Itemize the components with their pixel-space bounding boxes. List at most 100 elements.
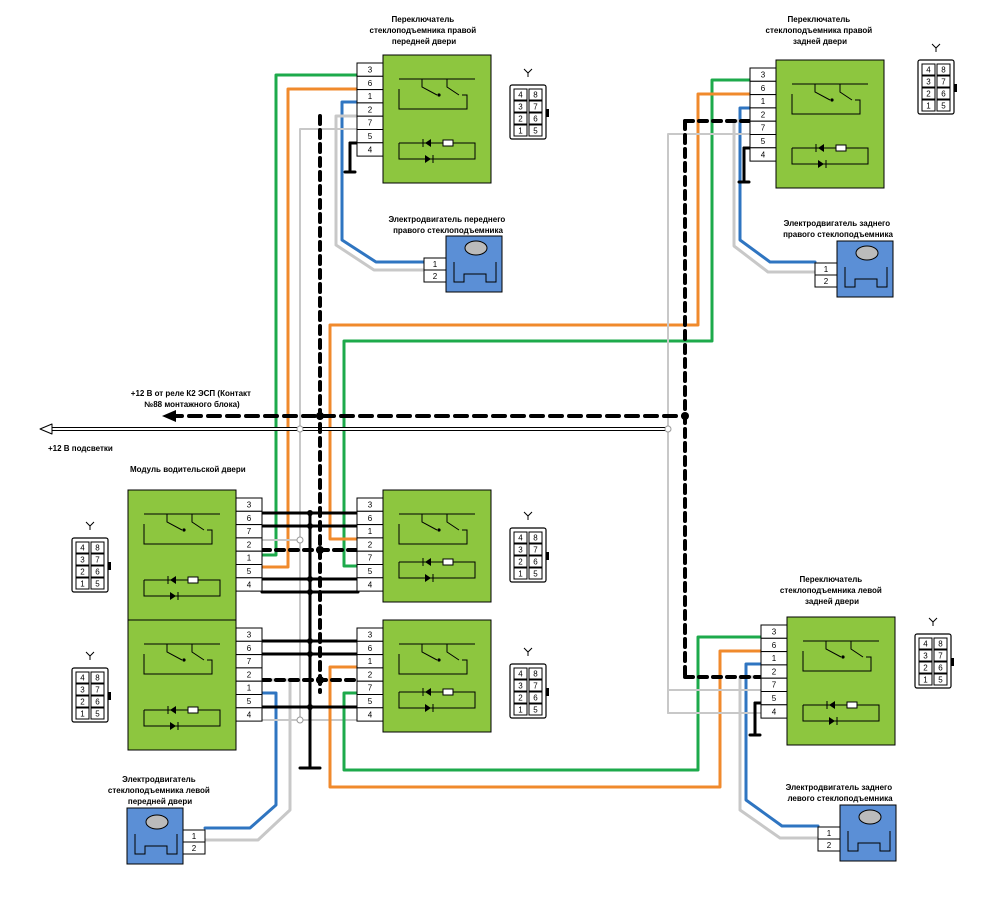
connector-driver-upper-cell-label: 6 <box>95 568 100 577</box>
rear-left-motor: 12 <box>817 804 897 862</box>
front-right-switch-pin-label: 3 <box>368 66 373 75</box>
front-right-switch-pin-label: 4 <box>368 145 373 154</box>
connector-front-right-cell-label: 3 <box>518 103 523 112</box>
driver-right-front-switch-pin-label: 5 <box>368 567 373 576</box>
connector-passenger-upper-cell <box>513 555 528 568</box>
connector-rear-right-cell <box>936 75 951 88</box>
wire-blue-fl <box>203 691 278 830</box>
connector-passenger-upper-cell-label: 2 <box>518 558 523 567</box>
power-dashed <box>260 114 764 694</box>
connector-rear-right-cell-label: 8 <box>941 66 946 75</box>
connector-front-right-cell-label: 4 <box>518 91 523 100</box>
rear-left-switch-pin-label: 3 <box>772 628 777 637</box>
driver-module-lower-pin-4 <box>235 707 263 722</box>
connector-rear-right-cell <box>921 99 936 112</box>
connector-front-right-cell <box>513 112 528 125</box>
front-right-motor-label: Электродвигатель переднего правого стекл… <box>388 215 507 235</box>
connector-rear-left-cell-label: 4 <box>923 640 928 649</box>
driver-right-front-switch-body <box>382 489 492 603</box>
connector-driver-lower-cell <box>75 707 90 720</box>
connector-driver-lower-cell <box>90 671 105 684</box>
driver-right-front-switch-pin-label: 7 <box>368 554 373 563</box>
connector-rear-left-cell-label: 1 <box>923 676 928 685</box>
key-icon <box>523 68 533 74</box>
connector-passenger-upper-cell <box>513 531 528 544</box>
connector-rear-left-cell <box>918 673 933 686</box>
front-right-motor-pin-label: 1 <box>433 260 438 269</box>
rear-left-switch-pin-label: 5 <box>772 694 777 703</box>
wire-blue-rr <box>738 106 817 264</box>
connector-front-right-cell-label: 7 <box>533 103 538 112</box>
connector-driver-lower-cell-label: 7 <box>95 686 100 695</box>
connector-rear-right-cell-label: 5 <box>941 102 946 111</box>
driver-module-upper-pin-label: 7 <box>247 527 252 536</box>
connector-rear-left-cell-label: 8 <box>938 640 943 649</box>
connector-driver-upper-cell-label: 4 <box>80 544 85 553</box>
connector-rear-right-cell <box>921 87 936 100</box>
connector-passenger-lower-cell-label: 7 <box>533 682 538 691</box>
front-right-switch-body <box>382 54 492 184</box>
connector-rear-left-cell-label: 5 <box>938 676 943 685</box>
driver-right-front-switch-pin-label: 3 <box>368 501 373 510</box>
connector-passenger-upper-cell <box>528 543 543 556</box>
driver-right-rear-switch-pin-label: 1 <box>368 657 373 666</box>
connector-passenger-lower-cell <box>513 691 528 704</box>
wire-blue-fr <box>340 100 426 264</box>
front-left-motor-pin-2 <box>182 841 206 855</box>
front-right-motor-pin-label: 2 <box>433 272 438 281</box>
connector-rear-left-cell <box>933 673 948 686</box>
connector-front-right-cell-label: 2 <box>518 115 523 124</box>
key-icon <box>928 617 938 623</box>
driver-module-lower-pin-label: 3 <box>247 631 252 640</box>
driver-module-upper-pin-label: 4 <box>247 580 252 589</box>
motor-icon <box>464 240 488 256</box>
rear-left-motor-label: Электродвигатель заднего левого стеклопо… <box>786 783 895 803</box>
driver-module-lower-pin-label: 1 <box>247 684 252 693</box>
motor-icon <box>145 814 169 830</box>
rear-left-motor-pin-label: 2 <box>827 841 832 850</box>
labels: Переключатель стеклоподъемника правой пе… <box>48 15 895 806</box>
connector-passenger-lower-cell-label: 2 <box>518 694 523 703</box>
rear-left-switch-pin-4 <box>760 704 788 719</box>
rear-right-switch-pin-label: 1 <box>761 97 766 106</box>
driver-right-front-switch-pin-4 <box>356 577 384 592</box>
driver-right-rear-switch-body <box>382 619 492 733</box>
rear-left-switch-pin-label: 6 <box>772 641 777 650</box>
connector-front-right-cell-label: 8 <box>533 91 538 100</box>
driver-module-upper-pin-label: 6 <box>247 514 252 523</box>
connector-driver-lower-cell-label: 6 <box>95 698 100 707</box>
wire-orange-rr <box>328 92 753 541</box>
connector-driver-upper-cell <box>75 541 90 554</box>
connector-driver-lower-cell-label: 8 <box>95 674 100 683</box>
driver-right-rear-switch-pin-4 <box>356 707 384 722</box>
connector-rear-right-cell <box>921 75 936 88</box>
connector-driver-upper-cell-label: 1 <box>80 580 85 589</box>
connector-rear-right-cell <box>921 63 936 76</box>
connector-passenger-upper-cell <box>513 543 528 556</box>
connector-passenger-upper-cell-label: 1 <box>518 570 523 579</box>
wires <box>39 73 820 842</box>
connector-driver-upper-cell-label: 5 <box>95 580 100 589</box>
driver-right-front-switch-pin-label: 4 <box>368 580 373 589</box>
wire-orange-rl <box>328 649 764 789</box>
wire-green-fr <box>260 73 360 557</box>
driver-module-lower-body <box>127 619 237 751</box>
connector-driver-lower-cell-label: 4 <box>80 674 85 683</box>
connector-driver-lower-cell <box>90 707 105 720</box>
rear-right-switch-body <box>775 59 885 189</box>
rear-left-switch-pin-label: 7 <box>772 681 777 690</box>
connector-passenger-upper-cell-label: 8 <box>533 534 538 543</box>
connector-driver-upper-cell-label: 7 <box>95 556 100 565</box>
driver-right-rear-switch-pin-label: 7 <box>368 684 373 693</box>
connector-rear-left-cell <box>933 661 948 674</box>
connector-rear-left-cell-label: 7 <box>938 652 943 661</box>
connector-driver-upper-cell <box>75 565 90 578</box>
connector-passenger-lower-cell <box>528 667 543 680</box>
